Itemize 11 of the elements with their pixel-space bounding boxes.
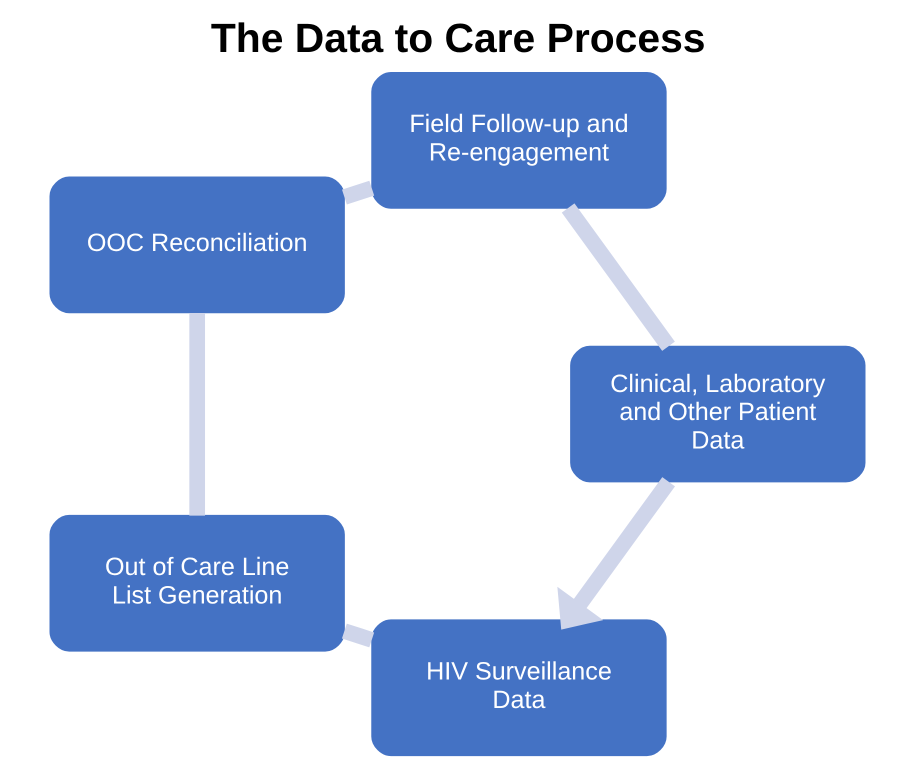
node-box: OOC Reconciliation [50, 176, 345, 314]
connector [562, 203, 675, 351]
node-box: Out of Care Line List Generation [50, 514, 345, 652]
diagram-title: The Data to Care Process [210, 15, 706, 62]
connector [189, 313, 206, 516]
node-box: Clinical, Laboratory and Other Patient Data [570, 346, 866, 482]
connector [342, 180, 374, 205]
node-box: HIV Surveillance Data [371, 619, 667, 756]
arrow [557, 477, 676, 630]
connector [342, 624, 374, 648]
node-box: Field Follow-up and Re-engagement [371, 72, 667, 209]
